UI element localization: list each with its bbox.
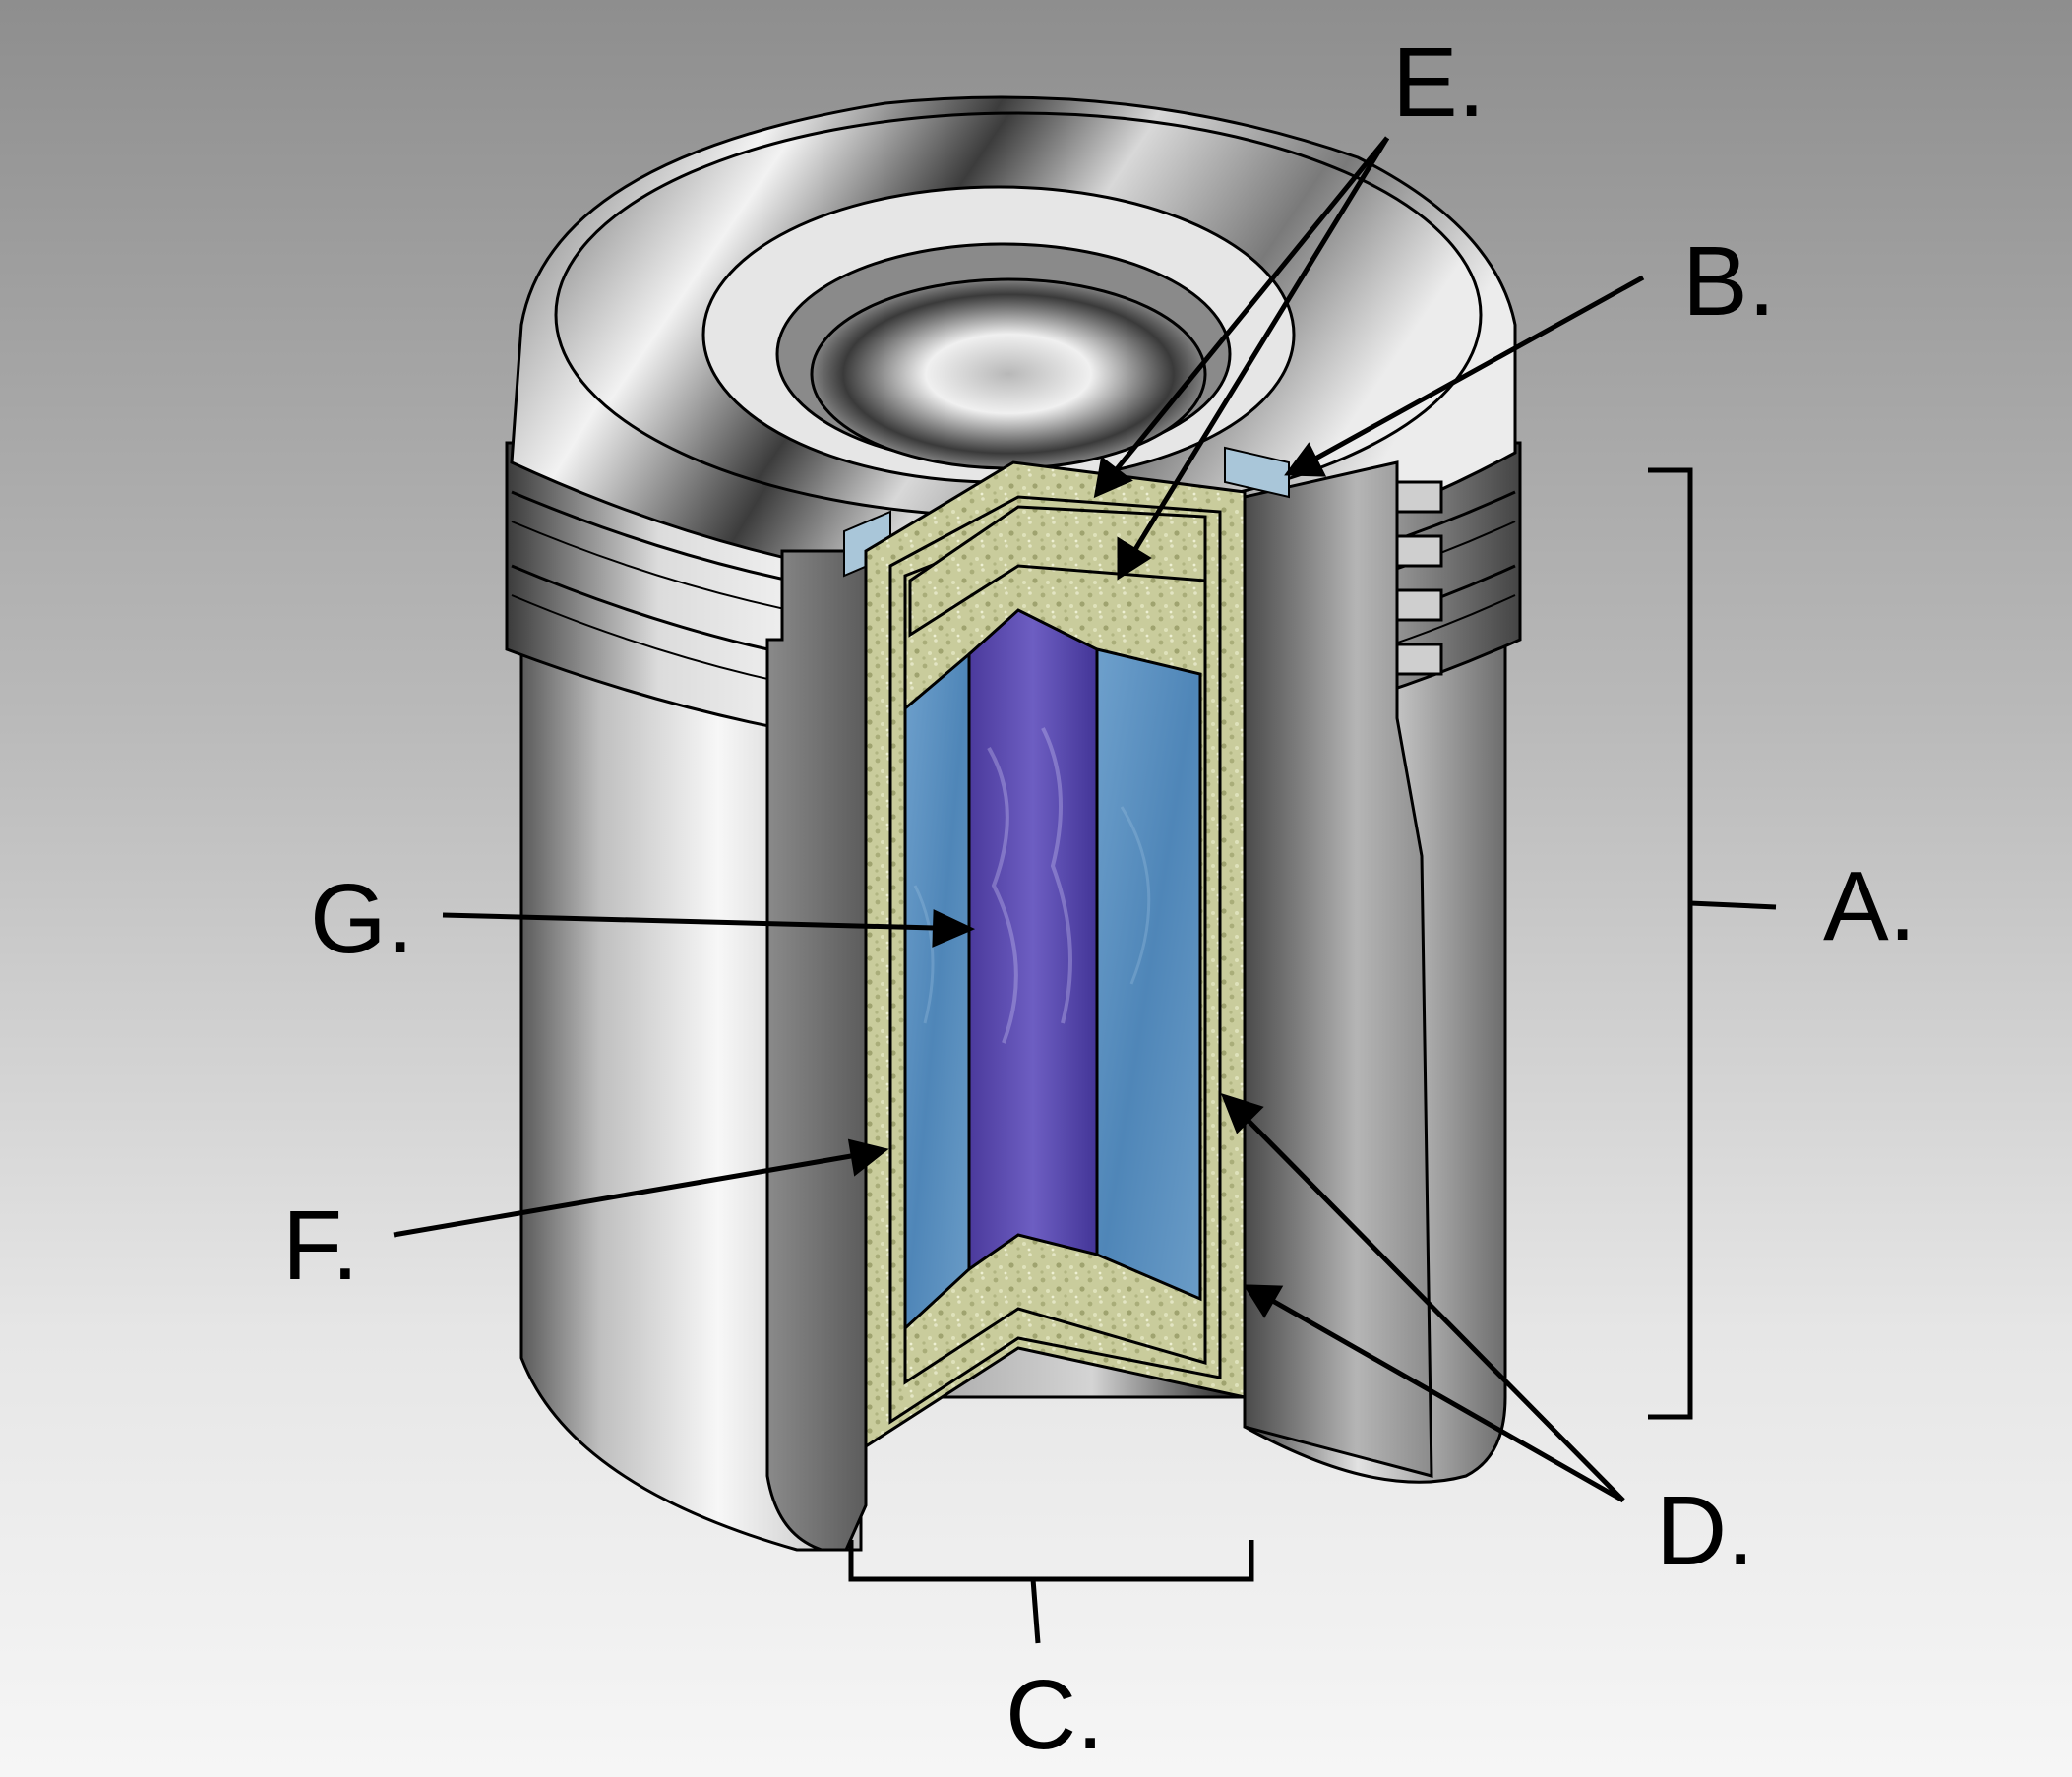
- dimension-bracket-a: [1648, 467, 1777, 1420]
- cut-wall-right: [1243, 460, 1433, 1478]
- callout-lines: [393, 136, 1645, 1503]
- arrowhead-icon: [1117, 536, 1152, 581]
- core-side-left: [903, 650, 971, 1332]
- cut-wall-left: [765, 549, 868, 1552]
- label-f: F.: [282, 1191, 359, 1301]
- cutaway-section: [765, 446, 1443, 1552]
- seal-insert-right: [1224, 446, 1290, 499]
- cut-wall-notches: [1395, 480, 1443, 676]
- arrowhead-icon: [1284, 442, 1327, 477]
- label-d: D.: [1656, 1476, 1754, 1586]
- label-a: A.: [1823, 851, 1916, 961]
- label-c: C.: [1006, 1660, 1104, 1770]
- label-g: G.: [310, 864, 414, 974]
- callout-labels: A. B. C. D. E. F. G.: [282, 28, 1916, 1770]
- arrowhead-icon: [1243, 1284, 1284, 1318]
- arrowhead-icon: [1220, 1093, 1264, 1134]
- insulation-cap: [908, 505, 1207, 638]
- piston-dish-inner: [810, 277, 1207, 470]
- core-center: [967, 608, 1099, 1272]
- arrowhead-icon: [1093, 456, 1133, 499]
- arrowhead-icon: [847, 1138, 889, 1177]
- label-b: B.: [1682, 226, 1775, 337]
- label-e: E.: [1392, 28, 1485, 138]
- arrowhead-icon: [932, 909, 976, 948]
- core-side-right: [1095, 647, 1202, 1302]
- dimension-bracket-c: [848, 1540, 1254, 1644]
